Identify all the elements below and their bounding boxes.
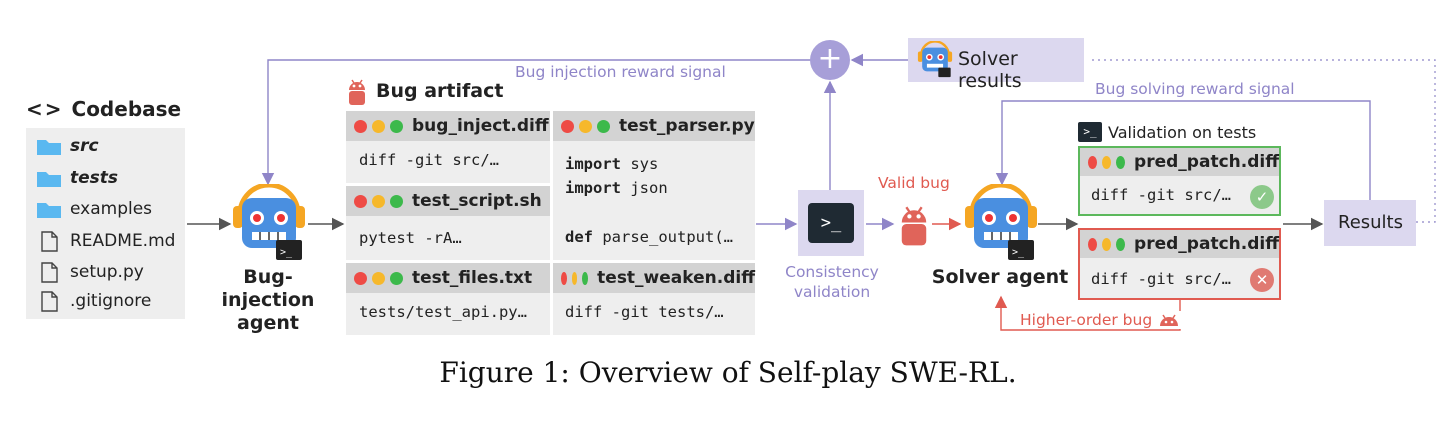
figure-caption: Figure 1: Overview of Self-play SWE-RL. xyxy=(439,356,1017,389)
test-parser-code-line1: import sys xyxy=(565,155,659,173)
solver-results-label: Solver results xyxy=(958,48,1022,92)
close-dot-icon xyxy=(354,271,367,285)
validation-on-tests-title: >_ Validation on tests xyxy=(1078,122,1256,142)
close-dot-icon xyxy=(1088,155,1098,169)
svg-text:>_: >_ xyxy=(1012,247,1025,258)
minimize-dot-icon xyxy=(579,119,592,133)
bug-inject-panel: bug_inject.diff diff -git src/… xyxy=(346,111,550,183)
maximize-dot-icon xyxy=(1116,237,1126,251)
terminal-icon: >_ xyxy=(1078,122,1102,142)
pred-patch-fail-panel: pred_patch.diff diff -git src/… ✕ xyxy=(1078,228,1281,300)
test-parser-panel: test_parser.py import sys import json de… xyxy=(553,111,755,260)
folder-icon xyxy=(37,172,61,187)
test-parser-panel-header: test_parser.py xyxy=(553,111,755,141)
bug-artifact-title: Bug artifact xyxy=(346,74,503,108)
codebase-title: <> Codebase xyxy=(26,97,182,121)
higher-order-bug-label: Higher-order bug xyxy=(1016,311,1185,329)
cross-icon: ✕ xyxy=(1250,268,1274,292)
folder-item-src[interactable]: src xyxy=(36,136,99,156)
file-icon xyxy=(41,262,58,283)
minimize-dot-icon xyxy=(372,271,385,285)
robot-icon xyxy=(917,41,953,78)
bug-injection-agent-label: Bug-injection agent xyxy=(221,266,315,334)
svg-text:>_: >_ xyxy=(280,247,293,258)
pred-patch-pass-panel: pred_patch.diff diff -git src/… ✓ xyxy=(1078,146,1281,216)
minimize-dot-icon xyxy=(1102,155,1112,169)
folder-item-examples[interactable]: examples xyxy=(36,199,152,219)
combine-plus-icon: + xyxy=(810,40,850,80)
minimize-dot-icon xyxy=(372,194,385,208)
test-files-panel: test_files.txt tests/test_api.py… xyxy=(346,263,550,335)
pred-patch-fail-code: diff -git src/… xyxy=(1091,270,1231,288)
test-weaken-panel-header: test_weaken.diff xyxy=(553,263,755,293)
results-box: Results xyxy=(1324,200,1416,246)
folder-item-tests[interactable]: tests xyxy=(36,168,118,188)
codebase-file-list: src tests examples README.md setup.py .g… xyxy=(26,128,185,319)
test-files-code: tests/test_api.py… xyxy=(359,303,527,321)
test-script-panel: test_script.sh pytest -rA… xyxy=(346,186,550,260)
bug-icon xyxy=(349,79,365,105)
bug-injection-robot-icon: >_ xyxy=(233,184,305,260)
close-dot-icon xyxy=(561,271,567,285)
test-parser-code-line3: def parse_output(… xyxy=(565,228,733,246)
solver-results-box: Solver results xyxy=(908,38,1084,92)
minimize-dot-icon xyxy=(571,271,578,285)
test-script-panel-header: test_script.sh xyxy=(346,186,550,216)
consistency-validation-box: >_ xyxy=(798,190,864,256)
valid-bug-label: Valid bug xyxy=(878,174,950,192)
close-dot-icon xyxy=(1088,237,1098,251)
minimize-dot-icon xyxy=(1102,237,1112,251)
bug-solving-reward-label: Bug solving reward signal xyxy=(1095,80,1295,98)
folder-icon xyxy=(37,140,61,155)
file-icon xyxy=(41,291,58,312)
bug-inject-code: diff -git src/… xyxy=(359,151,499,169)
close-dot-icon xyxy=(354,194,367,208)
valid-bug-icon xyxy=(901,206,927,246)
test-weaken-panel: test_weaken.diff diff -git tests/… xyxy=(553,263,755,335)
close-dot-icon xyxy=(561,119,574,133)
maximize-dot-icon xyxy=(597,119,610,133)
test-script-code: pytest -rA… xyxy=(359,229,462,247)
maximize-dot-icon xyxy=(390,271,403,285)
terminal-icon: >_ xyxy=(808,203,854,243)
file-item-setup[interactable]: setup.py xyxy=(36,261,144,283)
bug-injection-reward-label: Bug injection reward signal xyxy=(515,63,726,81)
pred-patch-pass-code: diff -git src/… xyxy=(1091,186,1231,204)
test-weaken-code: diff -git tests/… xyxy=(565,303,724,321)
file-item-readme[interactable]: README.md xyxy=(36,230,175,252)
pred-patch-fail-header: pred_patch.diff xyxy=(1080,230,1279,258)
maximize-dot-icon xyxy=(1116,155,1126,169)
maximize-dot-icon xyxy=(582,271,589,285)
bug-inject-panel-header: bug_inject.diff xyxy=(346,111,550,141)
minimize-dot-icon xyxy=(372,119,385,133)
file-icon xyxy=(41,231,58,252)
solver-agent-label: Solver agent xyxy=(931,266,1069,288)
close-dot-icon xyxy=(354,119,367,133)
file-item-gitignore[interactable]: .gitignore xyxy=(36,290,151,312)
maximize-dot-icon xyxy=(390,119,403,133)
consistency-validation-label: Consistency validation xyxy=(785,263,879,301)
maximize-dot-icon xyxy=(390,194,403,208)
bug-icon xyxy=(1160,314,1179,326)
test-parser-code-line2: import json xyxy=(565,179,668,197)
solver-robot-icon: >_ xyxy=(965,184,1037,260)
code-brackets-icon: <> xyxy=(26,97,64,121)
check-icon: ✓ xyxy=(1250,185,1274,209)
pred-patch-pass-header: pred_patch.diff xyxy=(1080,148,1279,176)
test-files-panel-header: test_files.txt xyxy=(346,263,550,293)
folder-icon xyxy=(37,203,61,218)
